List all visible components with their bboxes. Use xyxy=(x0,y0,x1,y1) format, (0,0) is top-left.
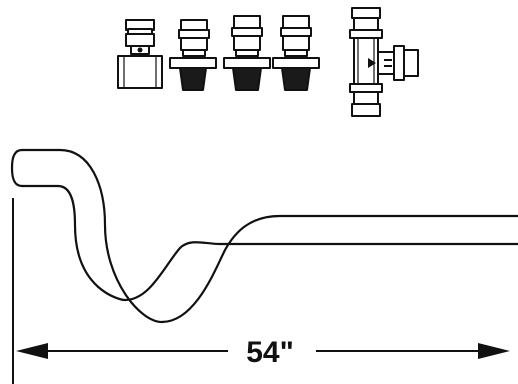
female-adapter-icon xyxy=(117,19,163,89)
right-arrow-icon xyxy=(478,343,510,359)
fittings-row xyxy=(117,7,419,117)
left-arrow-icon xyxy=(16,343,48,359)
trap-pipe xyxy=(10,148,518,324)
tee-fitting-icon xyxy=(349,7,419,117)
dimension-label: 54" xyxy=(246,336,294,369)
male-adapter-icon xyxy=(223,15,271,91)
male-adapter-icon xyxy=(169,19,217,91)
dimension-line xyxy=(12,198,510,384)
male-adapter-icon xyxy=(272,15,320,91)
